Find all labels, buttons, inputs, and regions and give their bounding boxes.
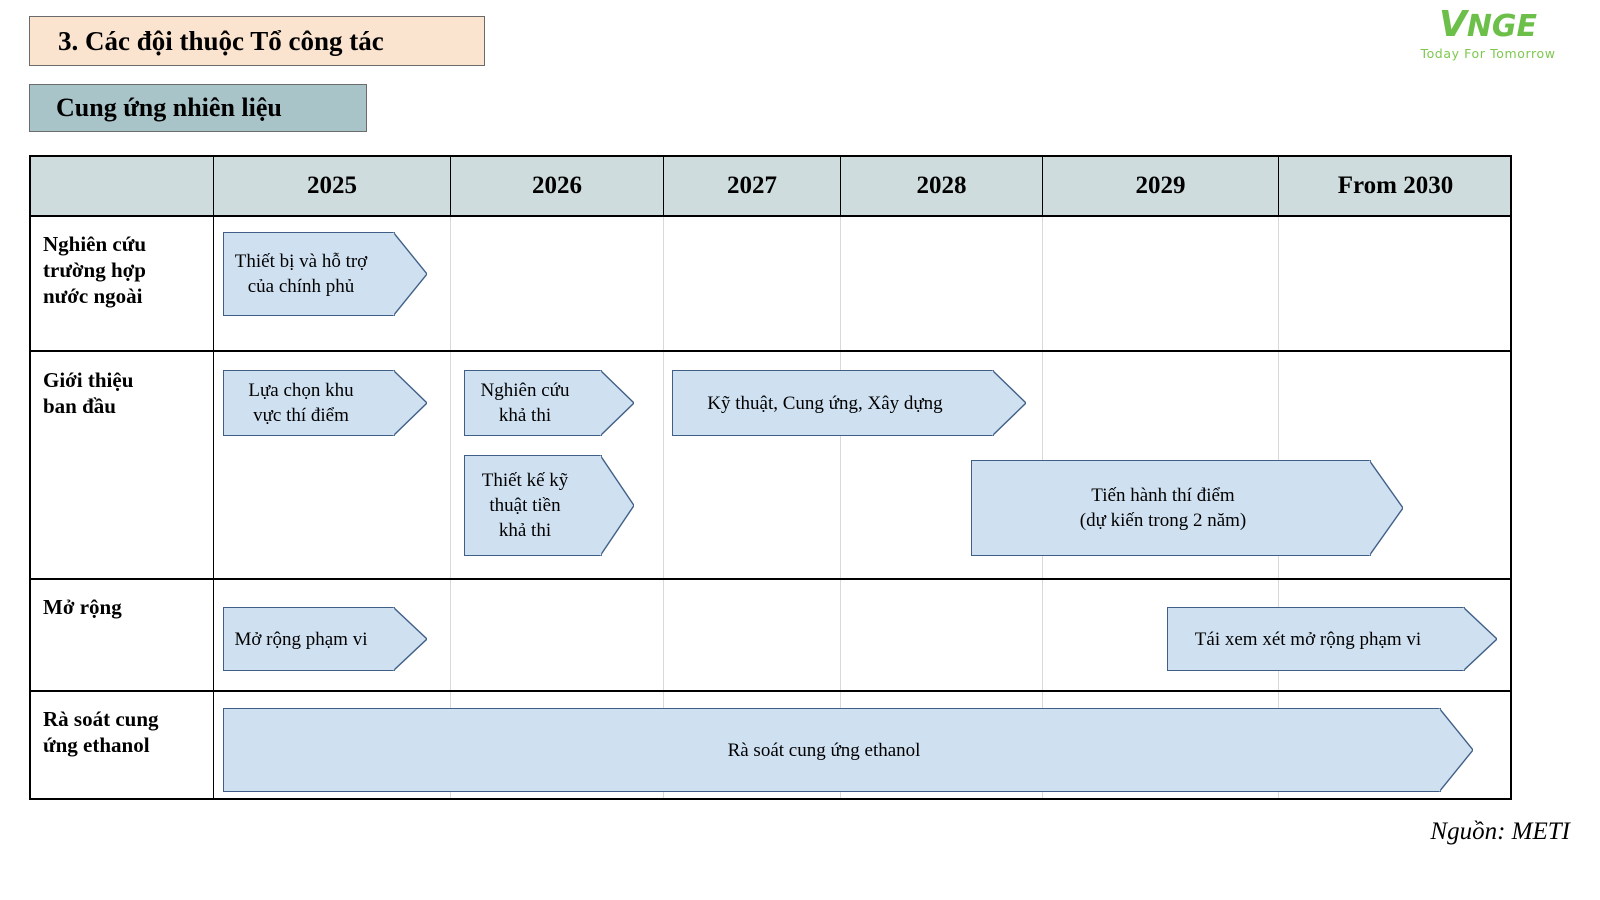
column-header-2028: 2028: [916, 172, 967, 199]
arrow-head-icon: [992, 370, 1026, 436]
source-note: Nguồn: METI: [1430, 818, 1570, 845]
bar-tien-hanh-thi-diem[interactable]: Tiến hành thí điểm (dự kiến trong 2 năm): [971, 460, 1403, 556]
arrow-head-icon: [393, 607, 427, 671]
bar-lua-chon-khu-vuc-thi-diem[interactable]: Lựa chọn khu vực thí điểm: [223, 370, 427, 436]
column-divider-5-head: [1278, 157, 1279, 215]
row-divider-header: [31, 215, 1510, 217]
bar-nghien-cuu-kha-thi[interactable]: Nghiên cứu khả thi: [464, 370, 634, 436]
arrow-head-icon: [1463, 607, 1497, 671]
row-divider-2: [31, 578, 1510, 580]
table-header-band: [31, 157, 1510, 215]
arrow-head-icon: [1439, 708, 1473, 792]
bar-mo-rong-pham-vi[interactable]: Mở rộng phạm vi: [223, 607, 427, 671]
logo-checkmark-icon: V: [1438, 4, 1467, 45]
column-divider-1-head: [450, 157, 451, 215]
column-header-2025: 2025: [307, 172, 357, 199]
row-label-ethanol-supply-review: Rà soát cung ứng ethanol: [43, 707, 159, 757]
bar-thiet-ke-ky-thuat-tien-kha-thi[interactable]: Thiết kế kỹ thuật tiền khả thi: [464, 455, 634, 556]
column-header-from-2030: From 2030: [1337, 172, 1454, 199]
bar-ky-thuat-cung-ung-xay-dung[interactable]: Kỹ thuật, Cung ứng, Xây dựng: [672, 370, 1026, 436]
column-divider-4-head: [1042, 157, 1043, 215]
column-header-blank: [31, 157, 213, 215]
vnge-logo: VNGE Today For Tomorrow: [1398, 7, 1578, 78]
column-divider-0: [213, 157, 214, 798]
arrow-head-icon: [1369, 460, 1403, 556]
row-label-expansion: Mở rộng: [43, 595, 122, 619]
column-divider-2: [663, 215, 664, 798]
section-title-banner: 3. Các đội thuộc Tổ công tác: [29, 16, 485, 66]
arrow-head-icon: [393, 232, 427, 316]
bar-thiet-bi-ho-tro-chinh-phu[interactable]: Thiết bị và hỗ trợ của chính phủ: [223, 232, 427, 316]
page-title: 3. Các đội thuộc Tổ công tác: [58, 25, 384, 56]
bar-ra-soat-cung-ung-ethanol[interactable]: Rà soát cung ứng ethanol: [223, 708, 1473, 792]
row-label-initial-introduction: Giới thiệu ban đầu: [43, 368, 134, 418]
arrow-head-icon: [393, 370, 427, 436]
roadmap-table: 2025 2026 2027 2028 2029 From 2030 Nghiê…: [29, 155, 1512, 800]
logo-wordmark: VNGE: [1398, 7, 1578, 44]
arrow-head-icon: [600, 455, 634, 556]
column-header-2027: 2027: [727, 172, 777, 199]
column-header-2026: 2026: [532, 172, 582, 199]
logo-tagline: Today For Tomorrow: [1420, 46, 1556, 61]
column-divider-3: [840, 215, 841, 798]
column-divider-3-head: [840, 157, 841, 215]
section-subtitle: Cung ứng nhiên liệu: [56, 93, 282, 122]
row-label-foreign-case-study: Nghiên cứu trường hợp nước ngoài: [43, 232, 147, 308]
column-divider-1: [450, 215, 451, 798]
row-divider-1: [31, 350, 1510, 352]
logo-letters: NGE: [1466, 9, 1538, 44]
column-header-2029: 2029: [1135, 172, 1186, 199]
column-divider-2-head: [663, 157, 664, 215]
bar-tai-xem-xet-mo-rong-pham-vi[interactable]: Tái xem xét mở rộng phạm vi: [1167, 607, 1497, 671]
row-divider-3: [31, 690, 1510, 692]
arrow-head-icon: [600, 370, 634, 436]
section-subtitle-banner: Cung ứng nhiên liệu: [29, 84, 367, 132]
